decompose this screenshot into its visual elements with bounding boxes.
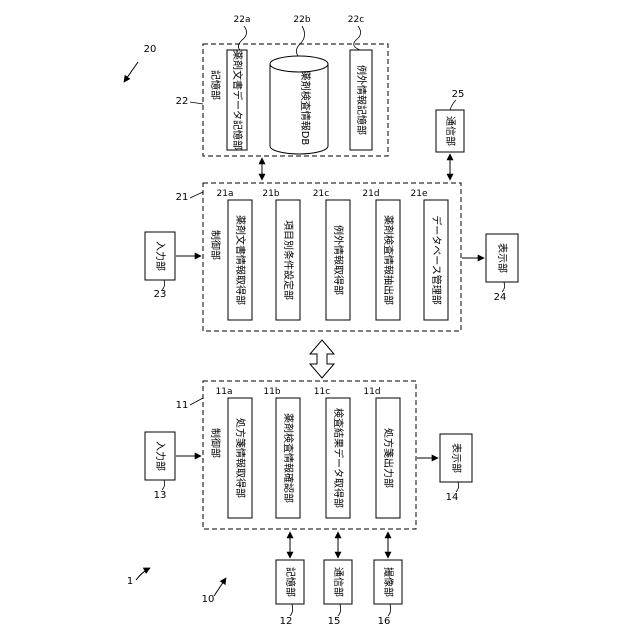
- leader-control-11: [190, 398, 203, 405]
- ref-display-24: 24: [494, 292, 507, 303]
- label-11c: 検査結果データ取得部: [332, 408, 345, 508]
- ref-21d: 21d: [362, 189, 379, 199]
- label-21e: データベース管理部: [430, 215, 443, 305]
- db-cylinder-top: [270, 56, 328, 72]
- label-21a: 薬剤文書情報取得部: [234, 215, 247, 305]
- leader-camera-16: [388, 604, 391, 616]
- input-label-23: 入力部: [154, 241, 167, 271]
- ref-comm-15: 15: [328, 616, 341, 627]
- label-22a: 薬剤文書データ記憶部: [231, 50, 244, 150]
- ref-server: 20: [144, 44, 157, 55]
- comm-label-15: 通信部: [332, 567, 345, 597]
- ref-control-11: 11: [176, 400, 189, 411]
- ref-21e: 21e: [411, 189, 428, 199]
- ref-system: 1: [127, 576, 133, 587]
- label-21d: 薬剤検査情報抽出部: [382, 215, 395, 305]
- leader-display-24: [502, 282, 505, 292]
- input-label-13: 入力部: [154, 441, 167, 471]
- ref-21b: 21b: [262, 189, 279, 199]
- ref-11d: 11d: [363, 387, 380, 397]
- ref-22c: 22c: [348, 15, 364, 25]
- leader-storage-12: [290, 604, 293, 616]
- ref-storage-12: 12: [280, 616, 293, 627]
- ref-11c: 11c: [314, 387, 330, 397]
- ref-comm-25: 25: [452, 89, 465, 100]
- ref-22a: 22a: [234, 15, 251, 25]
- leader-system: [136, 568, 150, 580]
- label-22b: 薬剤検査情報DB: [299, 71, 312, 146]
- leader-control-21: [190, 192, 203, 198]
- ref-21c: 21c: [313, 189, 329, 199]
- ref-22b: 22b: [293, 15, 310, 25]
- network-double-arrow: [310, 340, 334, 378]
- comm-label-25: 通信部: [444, 116, 457, 146]
- leader-comm-25: [450, 100, 456, 110]
- leader-22c: [354, 26, 361, 50]
- label-11a: 処方箋情報取得部: [234, 418, 247, 498]
- db-cylinder-22b: [270, 64, 328, 154]
- ref-control-21: 21: [176, 192, 189, 203]
- control-group-label-21: 制御部: [209, 230, 222, 260]
- ref-camera-16: 16: [378, 616, 391, 627]
- label-22c: 例外情報記憶部: [355, 65, 368, 135]
- storage-label-12: 記憶部: [284, 567, 297, 597]
- label-21c: 例外情報取得部: [332, 225, 345, 295]
- leader-input-13: [162, 480, 165, 490]
- leader-server: [124, 62, 138, 82]
- control-group-label-11: 制御部: [209, 428, 222, 458]
- ref-storage-22: 22: [176, 96, 189, 107]
- display-label-14: 表示部: [450, 443, 463, 473]
- ref-display-14: 14: [446, 492, 459, 503]
- display-label-24: 表示部: [496, 243, 509, 273]
- ref-terminal: 10: [202, 594, 215, 605]
- label-21b: 項目別条件設定部: [282, 220, 295, 300]
- leader-22a: [238, 26, 246, 50]
- leader-22b: [296, 26, 304, 56]
- camera-label-16: 撮像部: [382, 567, 395, 597]
- leader-terminal: [214, 578, 226, 596]
- leader-display-14: [456, 482, 459, 492]
- leader-comm-15: [338, 604, 341, 616]
- ref-input-13: 13: [154, 490, 167, 501]
- label-11b: 薬剤検査情報確認部: [282, 413, 295, 503]
- storage-group-label: 記憶部: [209, 70, 222, 100]
- ref-11b: 11b: [263, 387, 280, 397]
- ref-21a: 21a: [217, 189, 234, 199]
- ref-11a: 11a: [216, 387, 233, 397]
- leader-storage-22: [190, 102, 203, 104]
- label-11d: 処方箋出力部: [382, 428, 395, 488]
- ref-input-23: 23: [154, 289, 167, 300]
